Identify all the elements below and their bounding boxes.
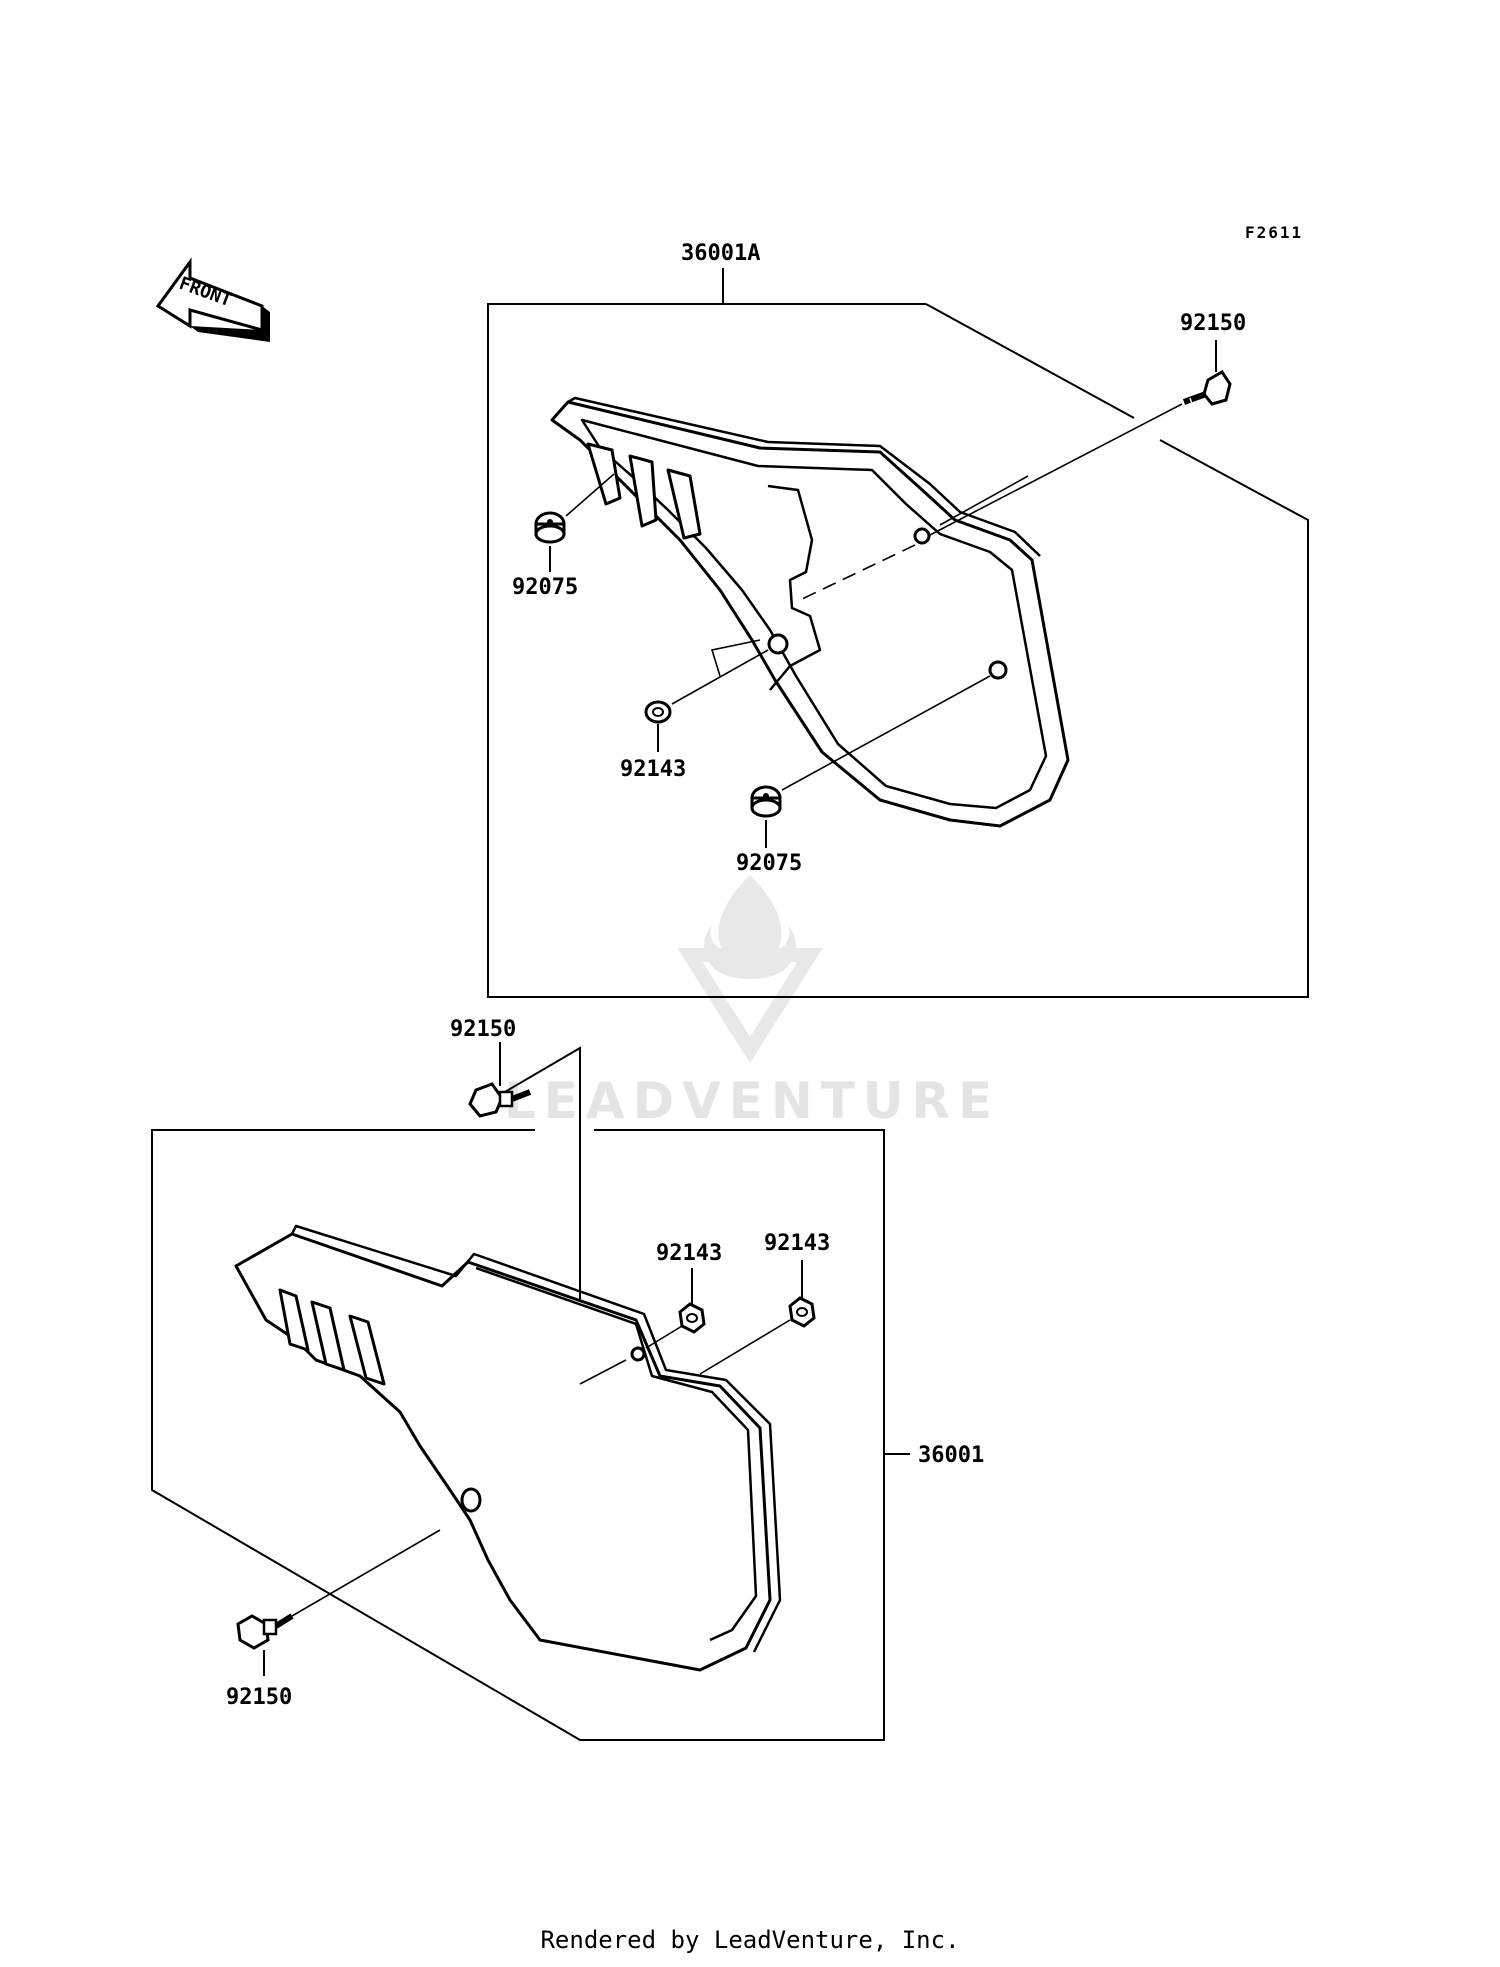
upper-guard-hole-2 (767, 633, 789, 655)
lower-collar-left-icon (678, 1302, 706, 1334)
front-arrow-icon: FRONT (155, 257, 270, 342)
lower-guard-hole-1 (630, 1346, 646, 1362)
watermark-v-icon (677, 948, 823, 1064)
lower-guard-body (234, 1232, 772, 1672)
upper-guard-bracket (767, 484, 822, 691)
lower-frame-outline (151, 1129, 885, 1741)
upper-bolt-axis (929, 403, 1183, 536)
lower-guard-hole-2 (460, 1487, 482, 1513)
lower-guard-rim (475, 1266, 758, 1642)
upper-grommet-bottom-label: 92075 (736, 851, 802, 876)
upper-frame-outline (487, 303, 1309, 998)
upper-grommet-bottom-icon (750, 785, 782, 818)
upper-collar-axis (671, 649, 769, 705)
upper-assembly-label: 36001A (681, 241, 760, 266)
upper-grommet-left-icon (534, 511, 566, 544)
upper-grommet-bottom-axis (781, 675, 991, 791)
lower-bolt-bottom-label: 92150 (226, 1685, 292, 1710)
watermark-brand: LEADVENTURE (504, 1072, 1000, 1130)
upper-assembly: 36001A 92150 (487, 241, 1309, 998)
upper-collar-axis-extension (710, 639, 761, 677)
upper-axis-extension (939, 475, 1029, 526)
upper-collar-label: 92143 (620, 757, 686, 782)
upper-bolt-icon (1182, 370, 1232, 406)
lower-guard-vents (278, 1288, 386, 1386)
upper-guard-flange (567, 396, 1041, 557)
watermark: LEADVENTURE (504, 875, 1000, 1130)
footer-credit: Rendered by LeadVenture, Inc. (540, 1926, 959, 1954)
lower-assembly: 36001 92150 92143 (151, 1017, 984, 1741)
lower-bolt-bottom-axis (291, 1529, 441, 1617)
lower-bolt-top-icon (468, 1082, 532, 1118)
lower-bolt-bottom-icon (236, 1613, 294, 1650)
upper-guard-hole-1 (913, 527, 931, 545)
upper-guard-vents (586, 442, 702, 540)
upper-grommet-left-label: 92075 (512, 575, 578, 600)
watermark-flame-icon (704, 875, 796, 979)
lower-collar-left-label: 92143 (656, 1241, 722, 1266)
lower-frame-notch (497, 1046, 581, 1392)
lower-collar-left-axis (645, 1325, 683, 1349)
upper-frame-leader (925, 303, 1135, 419)
lower-assembly-label: 36001 (918, 1443, 984, 1468)
lower-collar-left-axis-ext (579, 1359, 627, 1385)
lower-bolt-top-label: 92150 (450, 1017, 516, 1042)
upper-grommet-left-axis (565, 473, 615, 517)
upper-collar-icon (644, 700, 672, 724)
lower-collar-right-axis (699, 1319, 791, 1375)
figure-code: F2611 (1245, 223, 1303, 242)
upper-bolt-label: 92150 (1180, 311, 1246, 336)
lower-collar-right-icon (788, 1296, 816, 1328)
upper-guard-hole-3 (988, 660, 1008, 680)
lower-collar-right-label: 92143 (764, 1231, 830, 1256)
